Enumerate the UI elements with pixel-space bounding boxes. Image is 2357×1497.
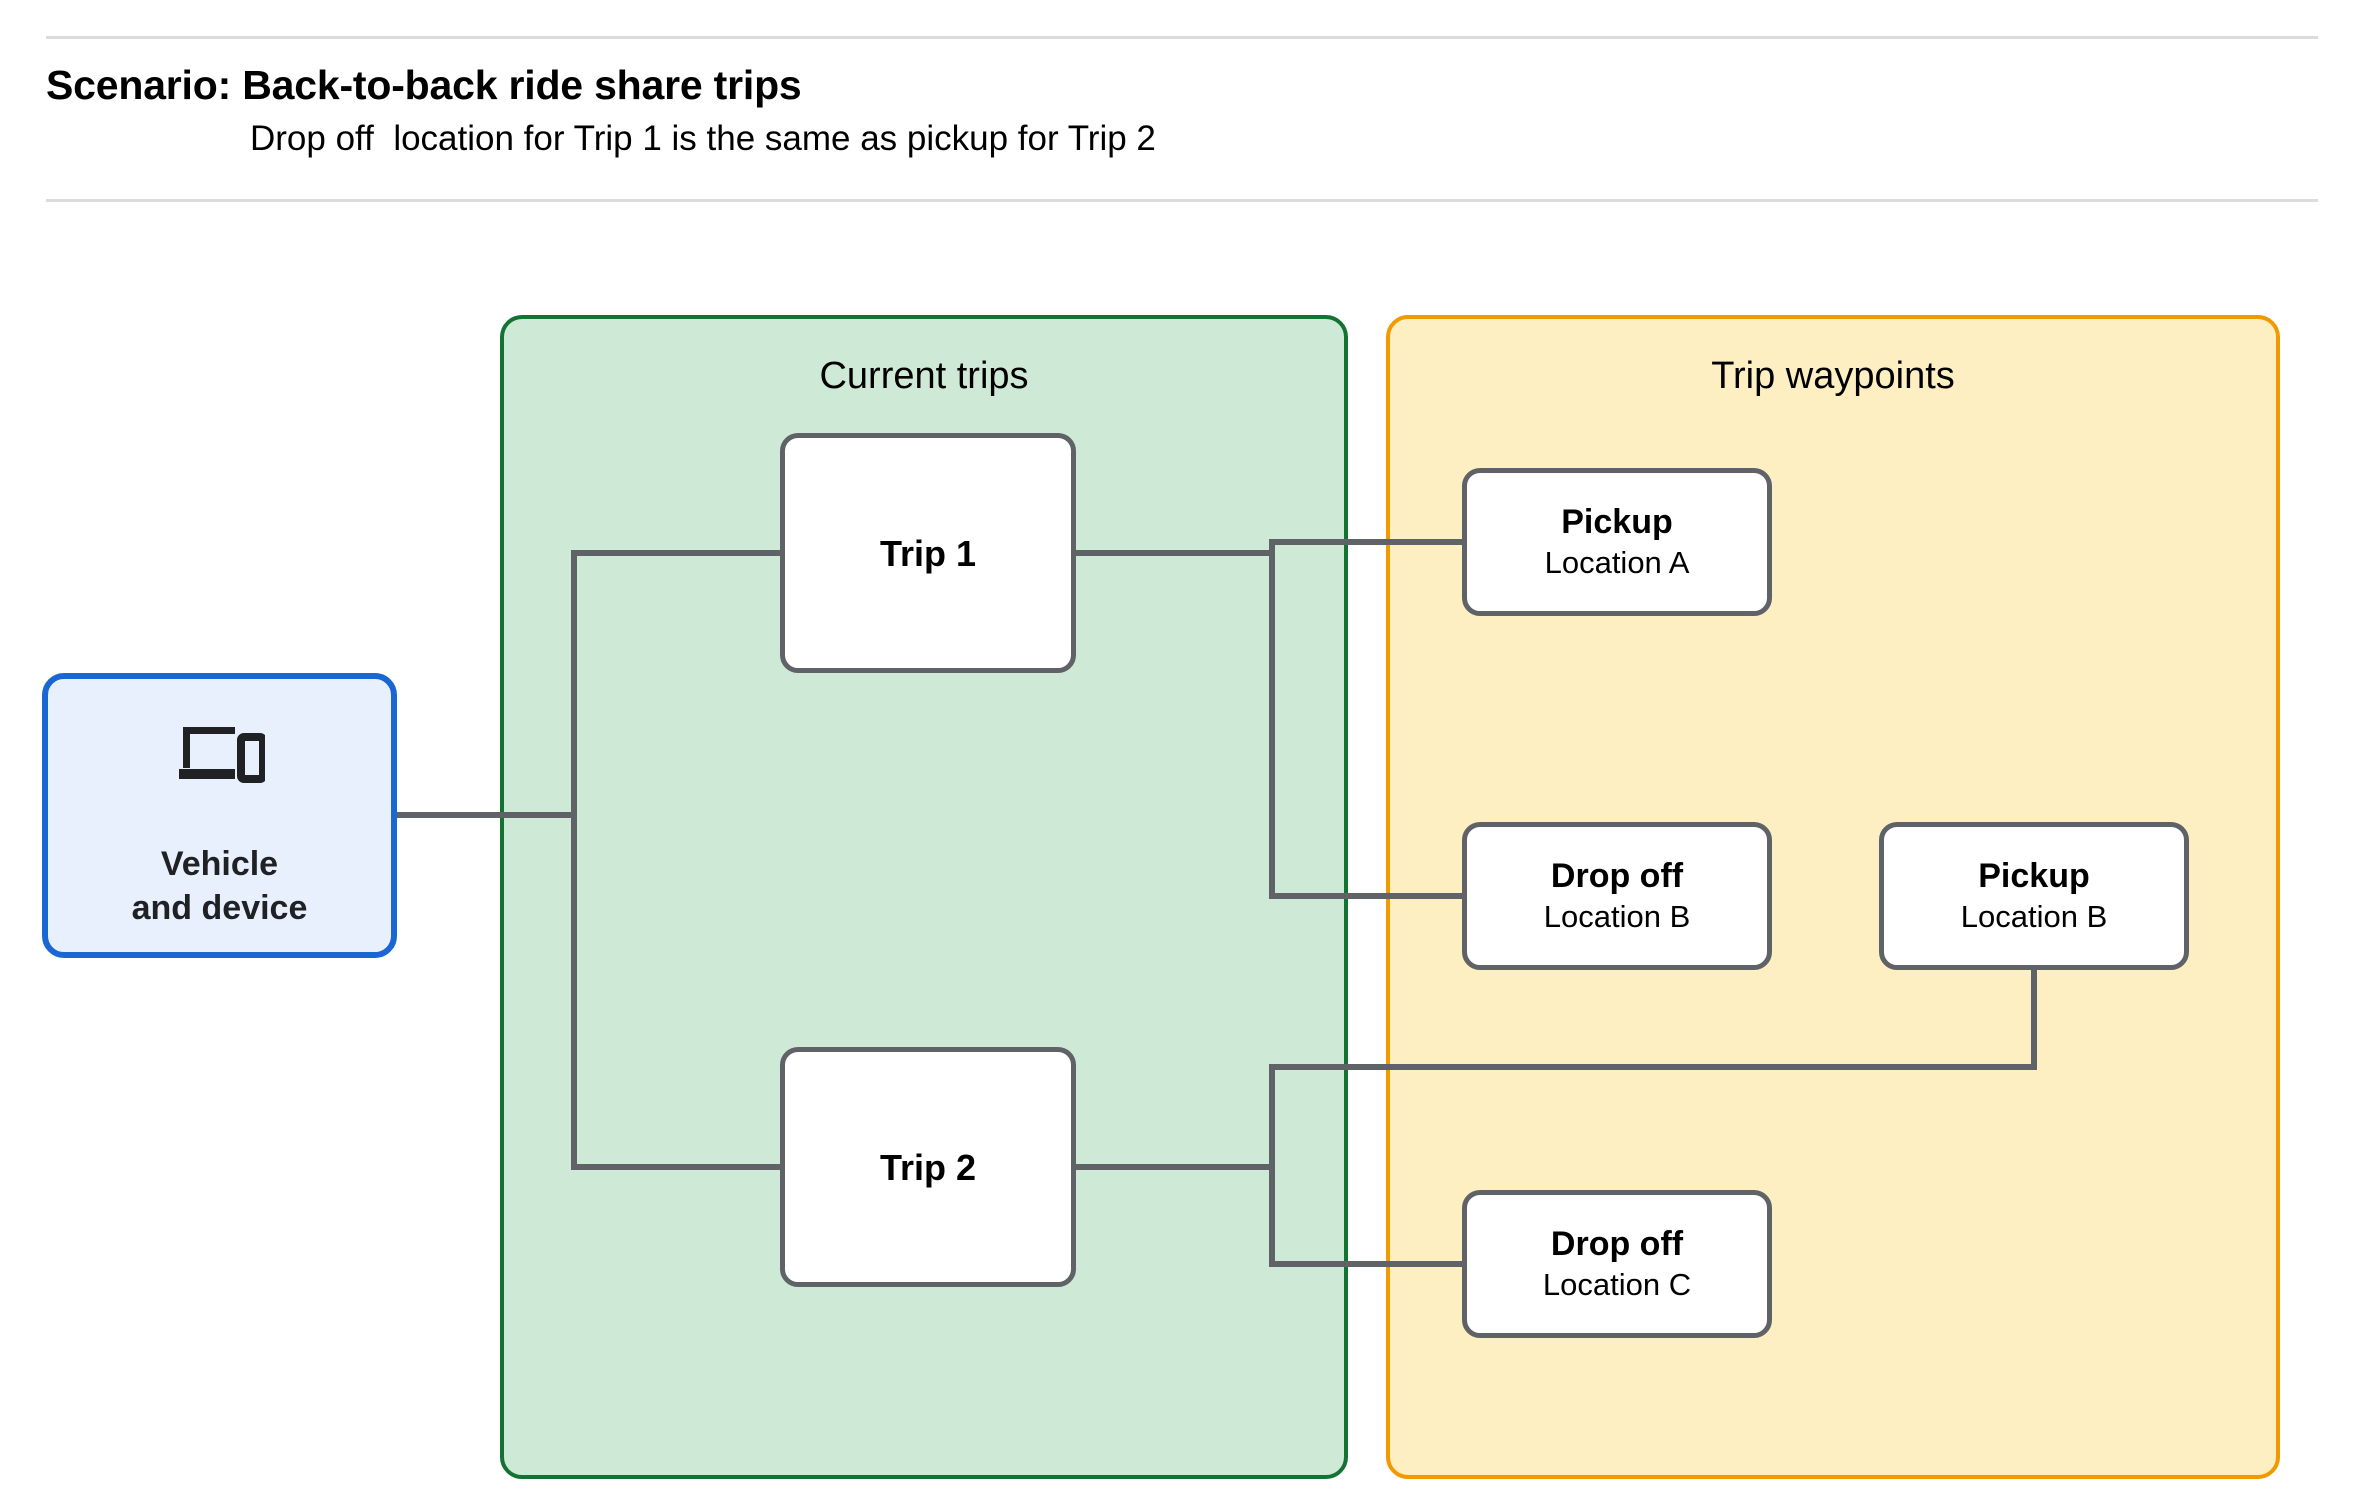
- group-trip-waypoints-title: Trip waypoints: [1711, 355, 1955, 397]
- diagram-canvas: Current trips Trip waypoints Vehicle: [0, 205, 2357, 1497]
- header-divider-bottom: [46, 199, 2318, 202]
- devices-icon: [178, 727, 265, 783]
- node-pickup-b-location: Location B: [1960, 898, 2108, 934]
- group-current-trips-title: Current trips: [819, 355, 1029, 397]
- node-pickup-location-a[interactable]: Pickup Location A: [1462, 468, 1772, 616]
- header-divider-top: [46, 36, 2318, 39]
- node-trip-1[interactable]: Trip 1: [780, 433, 1076, 673]
- node-trip-1-title: Trip 1: [879, 532, 977, 574]
- node-dropoff-location-c[interactable]: Drop off Location C: [1462, 1190, 1772, 1338]
- node-pickup-a-title: Pickup: [1561, 503, 1673, 542]
- node-vehicle-and-device[interactable]: Vehicle and device: [42, 673, 397, 958]
- node-dropoff-b-title: Drop off: [1550, 857, 1684, 896]
- node-dropoff-c-title: Drop off: [1550, 1225, 1684, 1264]
- node-dropoff-location-b[interactable]: Drop off Location B: [1462, 822, 1772, 970]
- page-subtitle: Drop off location for Trip 1 is the same…: [250, 119, 1156, 158]
- node-vehicle-label: Vehicle and device: [131, 845, 308, 927]
- node-dropoff-c-location: Location C: [1542, 1266, 1692, 1302]
- page-header: Scenario: Back-to-back ride share trips …: [0, 0, 2357, 205]
- node-dropoff-b-location: Location B: [1543, 898, 1691, 934]
- node-pickup-location-b[interactable]: Pickup Location B: [1879, 822, 2189, 970]
- page-title: Scenario: Back-to-back ride share trips: [46, 62, 802, 108]
- node-trip-2-title: Trip 2: [879, 1146, 977, 1188]
- node-pickup-b-title: Pickup: [1978, 857, 2090, 896]
- node-trip-2[interactable]: Trip 2: [780, 1047, 1076, 1287]
- node-pickup-a-location: Location A: [1544, 544, 1690, 580]
